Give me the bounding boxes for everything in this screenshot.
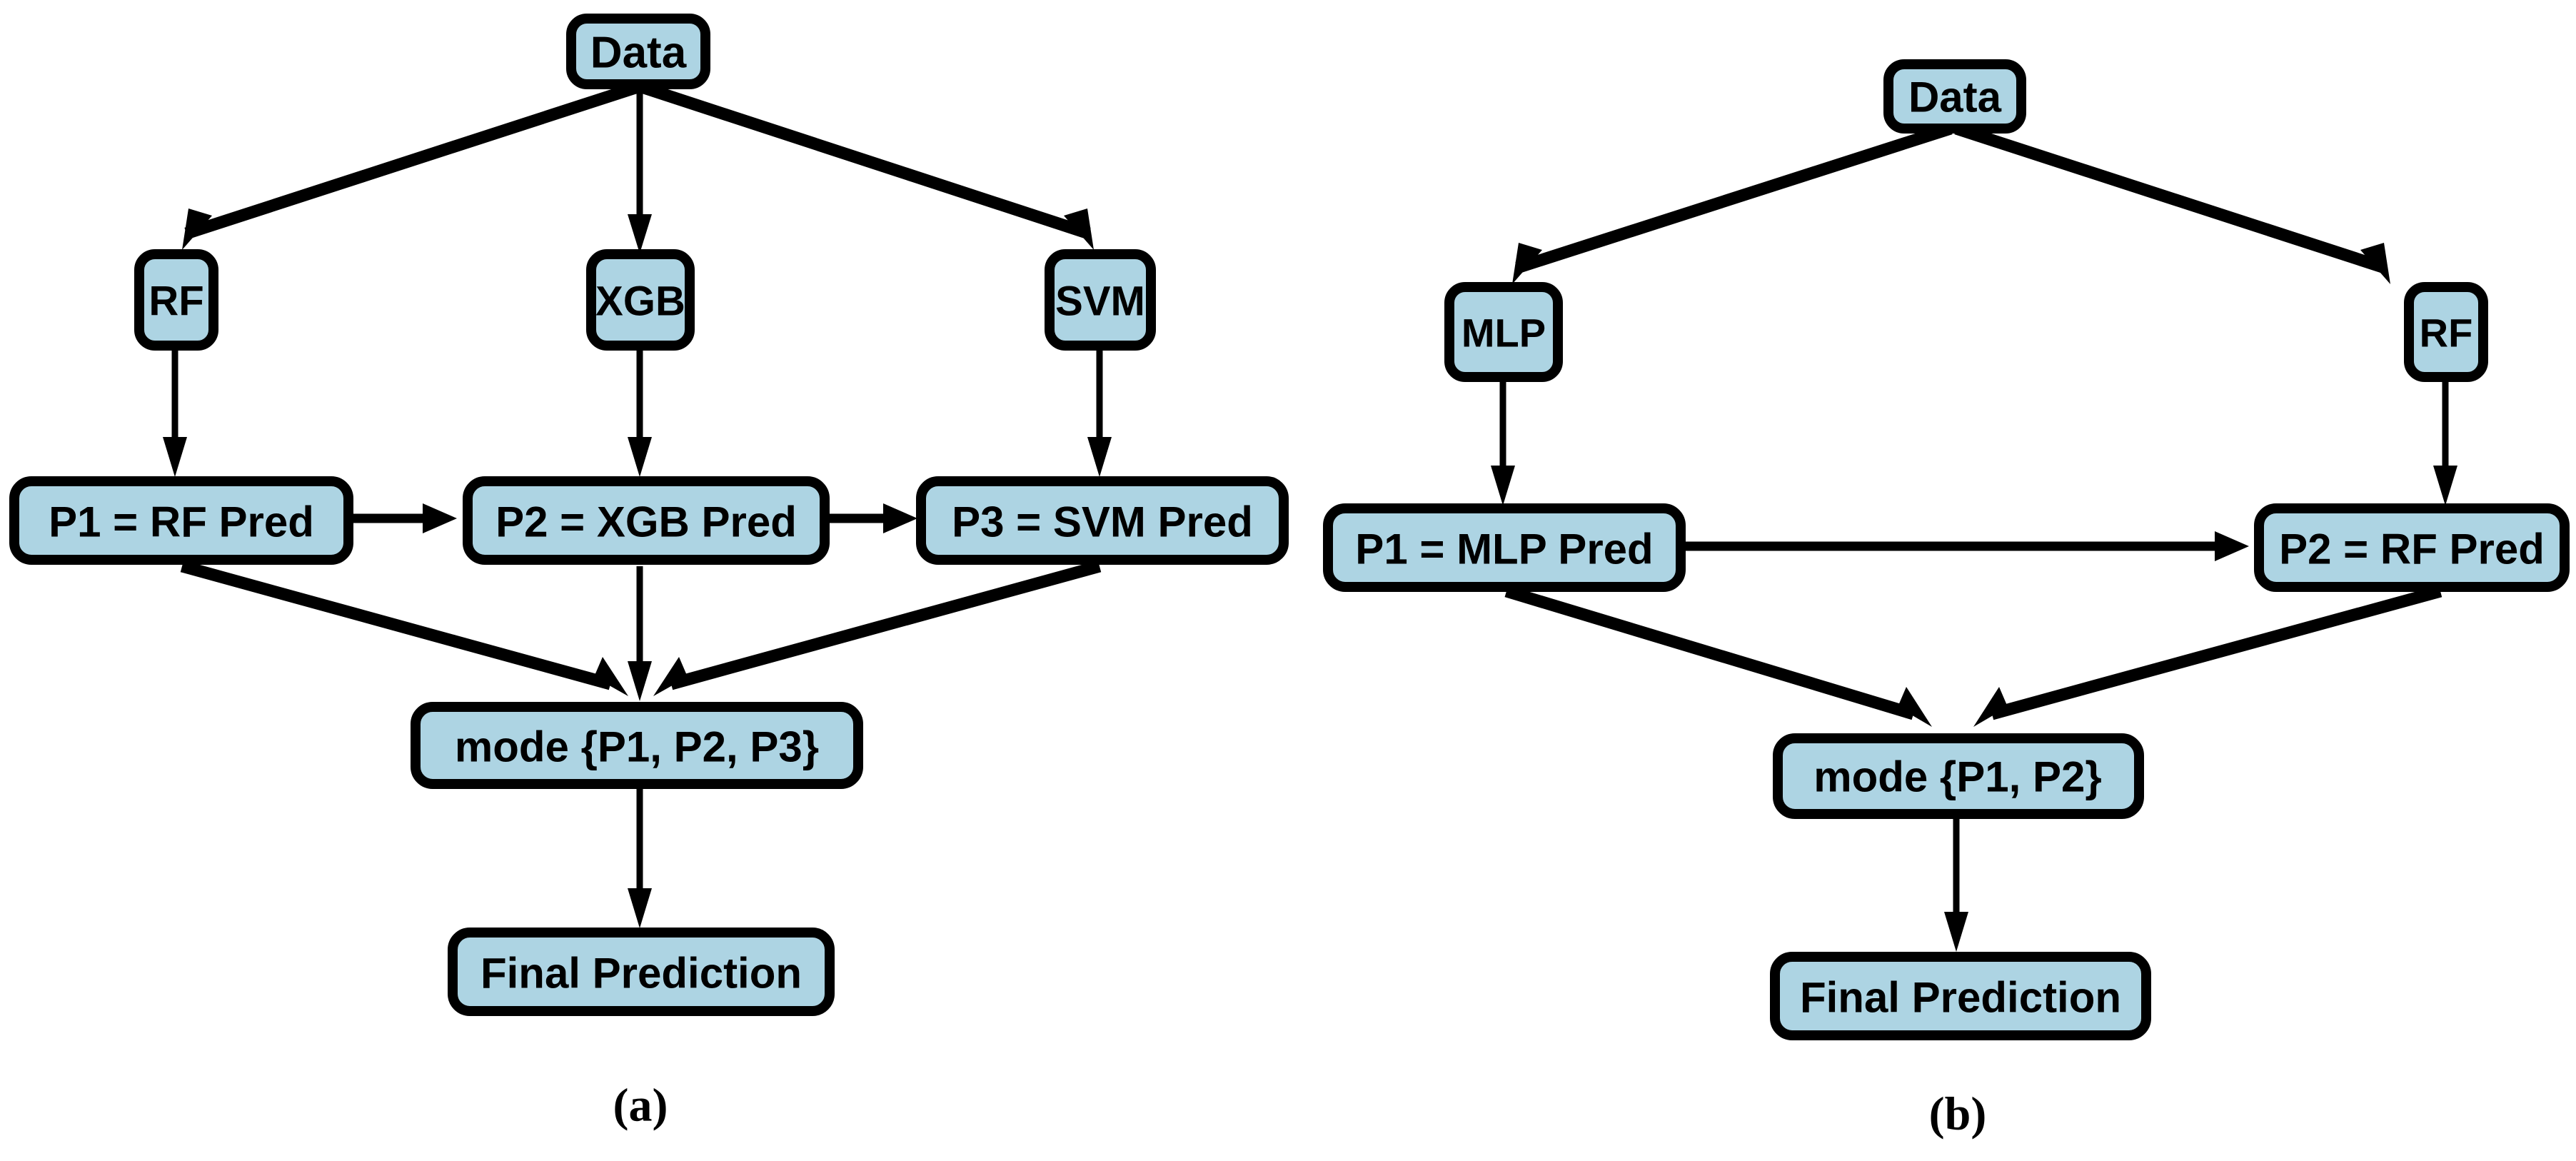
node-pred3-a-box[interactable]	[916, 476, 1289, 565]
node-mode-b[interactable]: mode {P1, P2}	[1773, 733, 2144, 819]
node-data-b[interactable]: Data	[1883, 59, 2026, 134]
arrowhead-data-to-rf-b	[2360, 243, 2390, 284]
node-pred1-b-label: P1 = MLP Pred	[1355, 526, 1653, 573]
node-pred1-b[interactable]: P1 = MLP Pred	[1323, 503, 1686, 592]
node-svm-a-box[interactable]	[1045, 249, 1156, 351]
panel-a-edges	[163, 81, 1112, 928]
arrowhead-svm-to-p3	[1087, 437, 1112, 477]
node-final-a-box[interactable]	[448, 928, 835, 1016]
node-xgb-a[interactable]: XGB	[586, 249, 695, 351]
node-mode-a-label: mode {P1, P2, P3}	[455, 723, 819, 771]
node-pred2-a-label: P2 = XGB Pred	[495, 498, 797, 546]
arrowhead-p1-to-p2	[423, 503, 457, 533]
node-rf-b-box[interactable]	[2404, 282, 2488, 382]
node-mode-b-label: mode {P1, P2}	[1813, 753, 2102, 801]
node-data-a-box[interactable]	[566, 14, 710, 89]
arrowhead-mode-to-final-b	[1944, 912, 1968, 952]
panel-a-nodes: Data RF XGB SVM P1 = RF Pred P2 = XGB Pr	[9, 14, 1289, 1132]
node-final-b-box[interactable]	[1770, 952, 2151, 1040]
node-pred1-a-box[interactable]	[9, 476, 353, 565]
edge-p1-to-mode-b	[1504, 585, 1916, 720]
node-data-b-label: Data	[1908, 74, 2002, 121]
node-final-a-label: Final Prediction	[481, 950, 802, 997]
panel-b-caption: (b)	[1929, 1088, 1987, 1140]
panel-b-edges	[1491, 122, 2457, 952]
node-mode-b-box[interactable]	[1773, 733, 2144, 819]
arrowhead-xgb-to-p2	[628, 437, 652, 477]
node-pred3-a-label: P3 = SVM Pred	[952, 498, 1253, 546]
panel-b-nodes: Data MLP RF P1 = MLP Pred P2 = RF Pred m	[1323, 59, 2570, 1140]
node-pred1-b-box[interactable]	[1323, 503, 1686, 592]
arrowhead-mlp-to-p1	[1491, 466, 1515, 506]
arrowhead-rf-to-p2-b	[2433, 466, 2457, 506]
node-rf-a-label: RF	[149, 278, 203, 325]
node-mlp-b-box[interactable]	[1444, 282, 1563, 382]
node-mlp-b[interactable]: MLP	[1444, 282, 1563, 382]
arrowhead-p2-to-mode	[628, 661, 652, 701]
node-rf-a-box[interactable]	[134, 249, 218, 351]
arrowhead-data-to-rf	[182, 208, 212, 250]
node-mode-a-box[interactable]	[411, 702, 863, 789]
edge-data-to-rf-b	[1954, 122, 2387, 274]
arrowhead-p1-to-mode-b	[1898, 687, 1932, 727]
node-rf-b[interactable]: RF	[2404, 282, 2488, 382]
panel-a-caption: (a)	[613, 1080, 668, 1132]
node-pred2-b-box[interactable]	[2254, 503, 2570, 592]
node-data-a[interactable]: Data	[566, 14, 710, 89]
node-rf-a[interactable]: RF	[134, 249, 218, 351]
edge-data-to-svm	[640, 81, 1091, 240]
node-pred2-b[interactable]: P2 = RF Pred	[2254, 503, 2570, 592]
node-mlp-b-label: MLP	[1461, 311, 1546, 356]
edge-data-to-rf	[184, 81, 640, 240]
node-svm-a-label: SVM	[1055, 278, 1145, 325]
arrowhead-rf-to-p1	[163, 437, 187, 477]
arrowhead-p3-to-mode	[653, 657, 688, 696]
node-final-b[interactable]: Final Prediction	[1770, 952, 2151, 1040]
node-svm-a[interactable]: SVM	[1045, 249, 1156, 351]
edge-data-to-mlp	[1515, 122, 1953, 274]
arrowhead-data-to-xgb	[628, 214, 652, 253]
node-final-a[interactable]: Final Prediction	[448, 928, 835, 1016]
arrowhead-p2-to-p3	[883, 503, 917, 533]
edge-p1-to-mode	[180, 560, 613, 690]
node-pred1-a-label: P1 = RF Pred	[49, 498, 314, 546]
node-pred2-b-label: P2 = RF Pred	[2279, 526, 2545, 573]
arrowhead-data-to-svm	[1064, 208, 1094, 250]
edge-p2-to-mode-b	[1990, 585, 2442, 720]
arrowhead-p2-to-mode-b	[1973, 687, 2008, 727]
arrowhead-data-to-mlp	[1512, 243, 1542, 284]
arrowhead-mode-to-final	[628, 888, 652, 928]
node-data-b-box[interactable]	[1883, 59, 2026, 134]
node-xgb-a-label: XGB	[595, 278, 685, 325]
node-data-a-label: Data	[590, 29, 687, 78]
arrowhead-p1-to-mode	[594, 657, 628, 696]
node-pred1-a[interactable]: P1 = RF Pred	[9, 476, 353, 565]
node-final-b-label: Final Prediction	[1800, 974, 2121, 1022]
node-pred3-a[interactable]: P3 = SVM Pred	[916, 476, 1289, 565]
edge-p3-to-mode	[669, 560, 1102, 690]
node-mode-a[interactable]: mode {P1, P2, P3}	[411, 702, 863, 789]
node-rf-b-label: RF	[2420, 311, 2473, 356]
arrowhead-p1-to-p2-b	[2215, 531, 2249, 561]
node-pred2-a[interactable]: P2 = XGB Pred	[463, 476, 830, 565]
node-pred2-a-box[interactable]	[463, 476, 830, 565]
node-xgb-a-box[interactable]	[586, 249, 695, 351]
